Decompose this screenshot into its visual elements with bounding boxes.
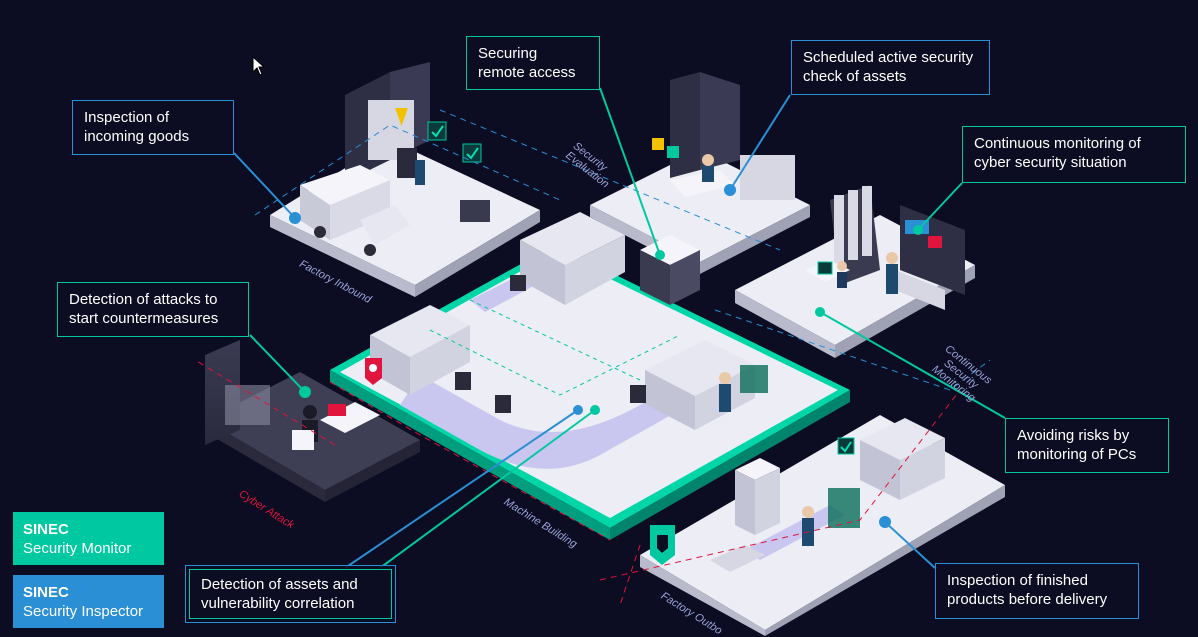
alarm-icon — [928, 236, 942, 248]
area-boundaries — [194, 109, 991, 606]
callout-detection-of-attacks: Detection of attacks to start countermea… — [57, 282, 249, 337]
callout-scheduled-security-check: Scheduled active security check of asset… — [791, 40, 990, 95]
security-evaluation-platform — [590, 72, 810, 274]
truck-icon — [300, 165, 410, 256]
checkmark-icon — [431, 125, 444, 138]
factory-inbound-platform — [270, 62, 540, 297]
continuous-monitoring-platform — [735, 185, 975, 358]
cursor-arrow-icon — [252, 56, 266, 76]
callout-inspection-finished-products: Inspection of finished products before d… — [935, 563, 1139, 619]
warning-icon — [395, 108, 408, 126]
callout-detection-of-assets: Detection of assets and vulnerability co… — [185, 565, 396, 623]
factory-outbound-platform — [640, 415, 1005, 636]
machine-building-platform — [330, 212, 850, 540]
legend-security-inspector: SINEC Security Inspector — [13, 575, 164, 628]
callout-avoiding-risks: Avoiding risks by monitoring of PCs — [1005, 418, 1169, 473]
legend-security-monitor: SINEC Security Monitor — [13, 512, 164, 565]
callout-continuous-monitoring: Continuous monitoring of cyber security … — [962, 126, 1186, 183]
callout-securing-remote-access: Securing remote access — [466, 36, 600, 90]
callout-connectors — [233, 87, 1006, 569]
callout-inspection-incoming-goods: Inspection of incoming goods — [72, 100, 234, 155]
